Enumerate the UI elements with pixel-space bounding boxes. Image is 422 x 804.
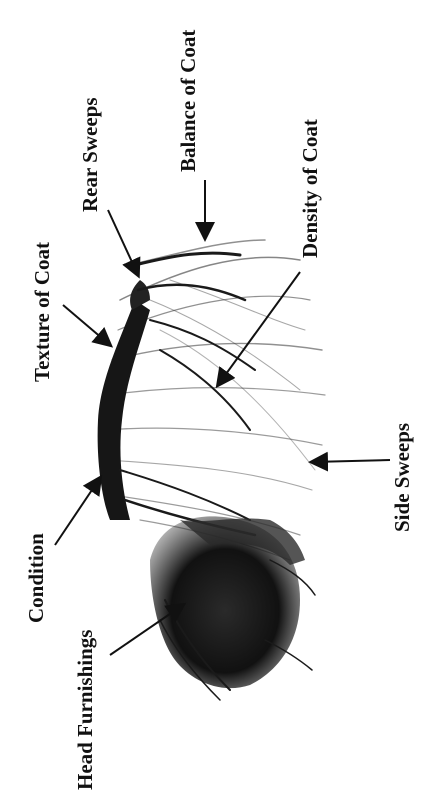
arrow-texture: [63, 305, 110, 345]
arrow-density: [218, 272, 300, 385]
coat-topline: [98, 300, 150, 520]
label-balance-of-coat: Balance of Coat: [178, 30, 199, 172]
arrow-side-sweeps: [312, 460, 390, 462]
arrow-rear-sweeps: [108, 210, 138, 275]
label-density-of-coat: Density of Coat: [300, 119, 321, 258]
label-condition: Condition: [26, 533, 47, 623]
arrow-condition: [55, 478, 100, 545]
label-texture-of-coat: Texture of Coat: [32, 242, 53, 382]
label-head-furnishings: Head Furnishings: [75, 630, 96, 790]
label-rear-sweeps: Rear Sweeps: [80, 97, 101, 212]
label-side-sweeps: Side Sweeps: [392, 423, 413, 532]
